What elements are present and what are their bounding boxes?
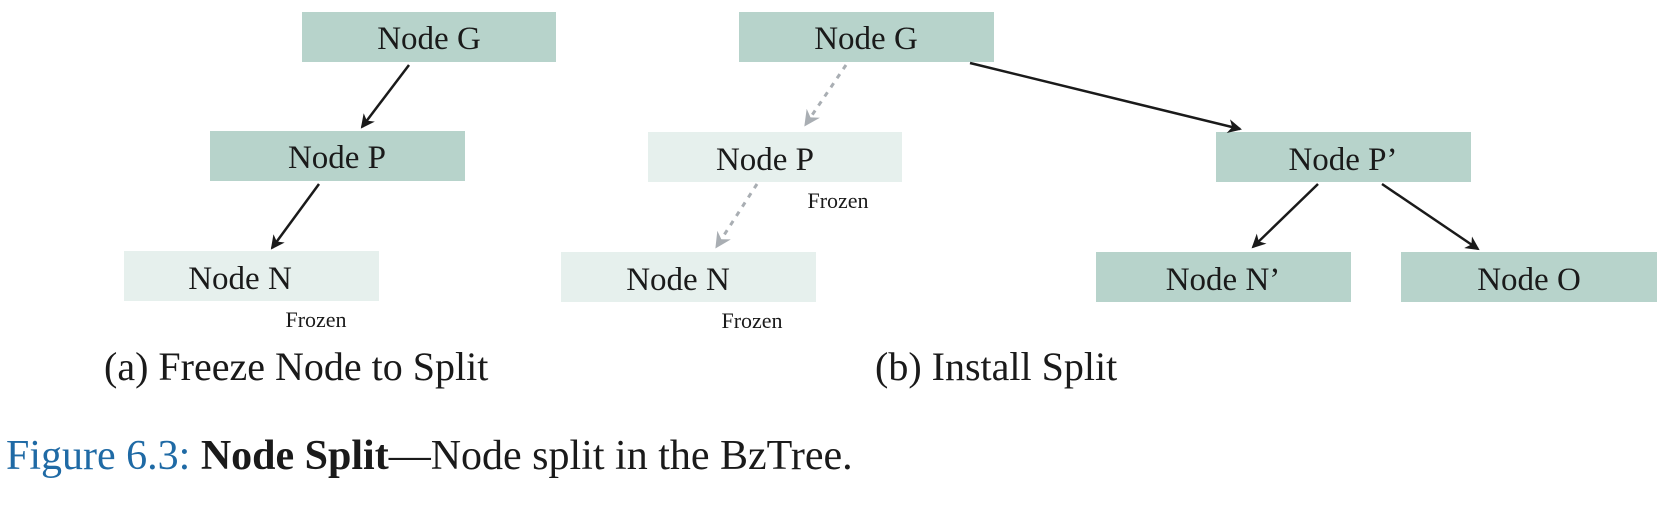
panel-a-node-g xyxy=(302,12,556,62)
panel-b-dashed-arrow-g-to-p xyxy=(804,64,848,127)
panel-a-node-p-label: Node P xyxy=(288,140,386,176)
panel-b-node-n xyxy=(561,252,816,302)
figure-number: Figure 6.3: xyxy=(6,433,191,479)
panel-a-node-p xyxy=(210,131,465,181)
panel-b-node-g-label: Node G xyxy=(814,21,918,57)
panel-a-node-g-label: Node G xyxy=(377,21,481,57)
panel-a-frozen-n-label: Frozen xyxy=(285,307,346,332)
panel-b-caption: (b) Install Split xyxy=(875,344,1117,389)
panel-b-frozen-p-label: Frozen xyxy=(807,188,868,213)
panel-b-node-p-label: Node P xyxy=(716,142,814,178)
panel-a: Node G Node P Node N Frozen (a) Freeze N… xyxy=(104,12,556,389)
panel-b-arrow-p-prime-to-n-prime xyxy=(1251,183,1319,249)
panel-b-arrow-g-to-p-prime xyxy=(969,61,1242,133)
panel-a-caption: (a) Freeze Node to Split xyxy=(104,344,488,389)
figure-description: —Node split in the BzTree. xyxy=(388,433,853,479)
panel-b-node-o xyxy=(1401,252,1657,302)
panel-b-frozen-n-label: Frozen xyxy=(721,308,782,333)
panel-a-node-n-label: Node N xyxy=(188,261,292,297)
panel-b-node-o-label: Node O xyxy=(1477,262,1581,298)
panel-b-node-n-prime xyxy=(1096,252,1351,302)
panel-a-arrow-g-to-p xyxy=(360,64,410,129)
panel-a-node-n xyxy=(124,251,379,301)
panel-a-arrow-p-to-n xyxy=(270,183,321,250)
panel-b-node-p-prime xyxy=(1216,132,1471,182)
panel-b-node-g xyxy=(739,12,994,62)
panel-b-node-p xyxy=(648,132,902,182)
figure-caption: Figure 6.3: Node Split—Node split in the… xyxy=(6,432,853,480)
panel-b-dashed-arrow-p-to-n xyxy=(715,183,759,249)
panel-b-node-n-prime-label: Node N’ xyxy=(1166,262,1281,298)
node-split-diagram: Node G Node P Node N Frozen (a) Freeze N… xyxy=(104,12,1657,389)
panel-b-arrow-p-prime-to-o xyxy=(1381,182,1480,251)
panel-b-node-p-prime-label: Node P’ xyxy=(1288,142,1397,178)
figure-title: Node Split xyxy=(200,433,389,479)
panel-b-node-n-label: Node N xyxy=(626,262,730,298)
panel-b: Node G Node P Frozen Node N Frozen Node … xyxy=(561,12,1657,389)
